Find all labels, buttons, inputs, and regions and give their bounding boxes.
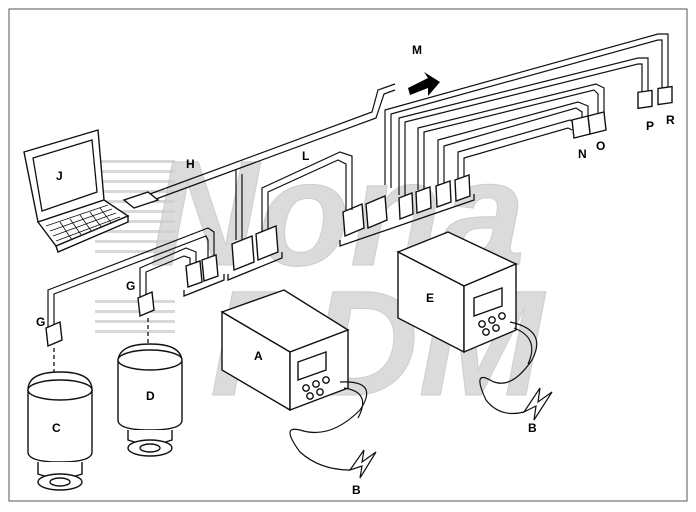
- cables-n-o: [417, 83, 607, 192]
- labels: J H L M N O P R G G C D A E B B: [36, 43, 675, 497]
- label-b-left: B: [352, 483, 361, 497]
- label-b-right: B: [528, 421, 537, 435]
- connector-block-m: [339, 174, 475, 247]
- cables-p-r: [384, 33, 673, 197]
- label-d: D: [146, 389, 155, 403]
- gauge-c-icon: [27, 371, 93, 491]
- label-r: R: [666, 113, 675, 127]
- cable-h: [122, 83, 396, 209]
- label-o: O: [596, 139, 605, 153]
- label-c: C: [52, 421, 61, 435]
- label-g-left: G: [36, 315, 45, 329]
- gauge-d-icon: [117, 343, 183, 457]
- laptop-icon: [23, 129, 130, 253]
- label-m: M: [412, 43, 422, 57]
- label-h: H: [186, 157, 195, 171]
- controller-e-icon: [396, 231, 553, 421]
- label-a: A: [254, 349, 263, 363]
- label-p: P: [646, 119, 654, 133]
- arrow-m-icon: [408, 72, 440, 96]
- label-e: E: [426, 291, 434, 305]
- cables-g: [45, 227, 225, 372]
- label-n: N: [578, 147, 587, 161]
- label-l: L: [302, 149, 309, 163]
- controller-a-icon: [220, 289, 377, 479]
- cable-l: [227, 151, 353, 281]
- label-j: J: [56, 169, 63, 183]
- label-g-right: G: [126, 279, 135, 293]
- frame-border: [8, 8, 688, 502]
